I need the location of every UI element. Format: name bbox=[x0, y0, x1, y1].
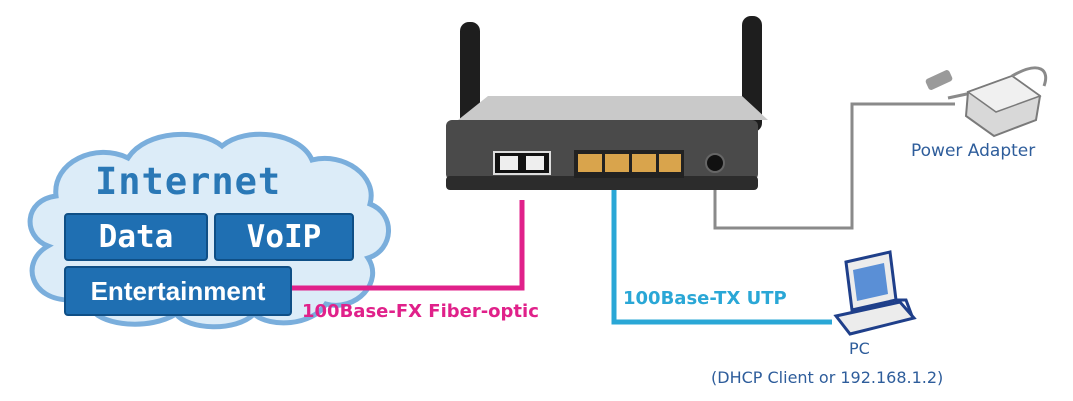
utp-cable bbox=[611, 178, 832, 325]
lan-port bbox=[659, 154, 681, 172]
pc-label: PC bbox=[849, 339, 870, 358]
tile-data: Data bbox=[64, 213, 208, 261]
power-cable bbox=[713, 102, 955, 230]
tile-data-label: Data bbox=[98, 219, 174, 255]
pc-stand bbox=[896, 298, 914, 317]
fiber-port-tx bbox=[500, 156, 518, 170]
tile-entertainment: Entertainment bbox=[64, 266, 292, 316]
fiber-port-rx bbox=[526, 156, 544, 170]
pc-screen bbox=[853, 263, 888, 301]
power-adapter bbox=[925, 66, 1047, 138]
lan-port bbox=[605, 154, 629, 172]
tile-voip: VoIP bbox=[214, 213, 354, 261]
tile-entertainment-label: Entertainment bbox=[90, 275, 266, 306]
router-top bbox=[458, 96, 768, 120]
fiber-cable bbox=[290, 200, 525, 291]
lan-port bbox=[632, 154, 656, 172]
fiber-label: 100Base-FX Fiber-optic bbox=[302, 301, 539, 322]
pc-keyboard bbox=[833, 300, 917, 336]
cloud-title: Internet bbox=[95, 160, 282, 203]
power-adapter-label: Power Adapter bbox=[911, 141, 1036, 161]
router-base bbox=[446, 176, 758, 190]
power-jack bbox=[705, 153, 725, 173]
adapter-brick-top bbox=[966, 75, 1042, 113]
adapter-plug bbox=[925, 70, 953, 90]
router bbox=[446, 16, 768, 190]
utp-label: 100Base-TX UTP bbox=[623, 288, 787, 309]
antenna-left bbox=[460, 22, 480, 132]
adapter-cord bbox=[1011, 66, 1047, 87]
pc-sublabel: (DHCP Client or 192.168.1.2) bbox=[711, 368, 944, 387]
pc bbox=[833, 250, 917, 336]
lan-port bbox=[578, 154, 602, 172]
tile-voip-label: VoIP bbox=[246, 219, 322, 255]
